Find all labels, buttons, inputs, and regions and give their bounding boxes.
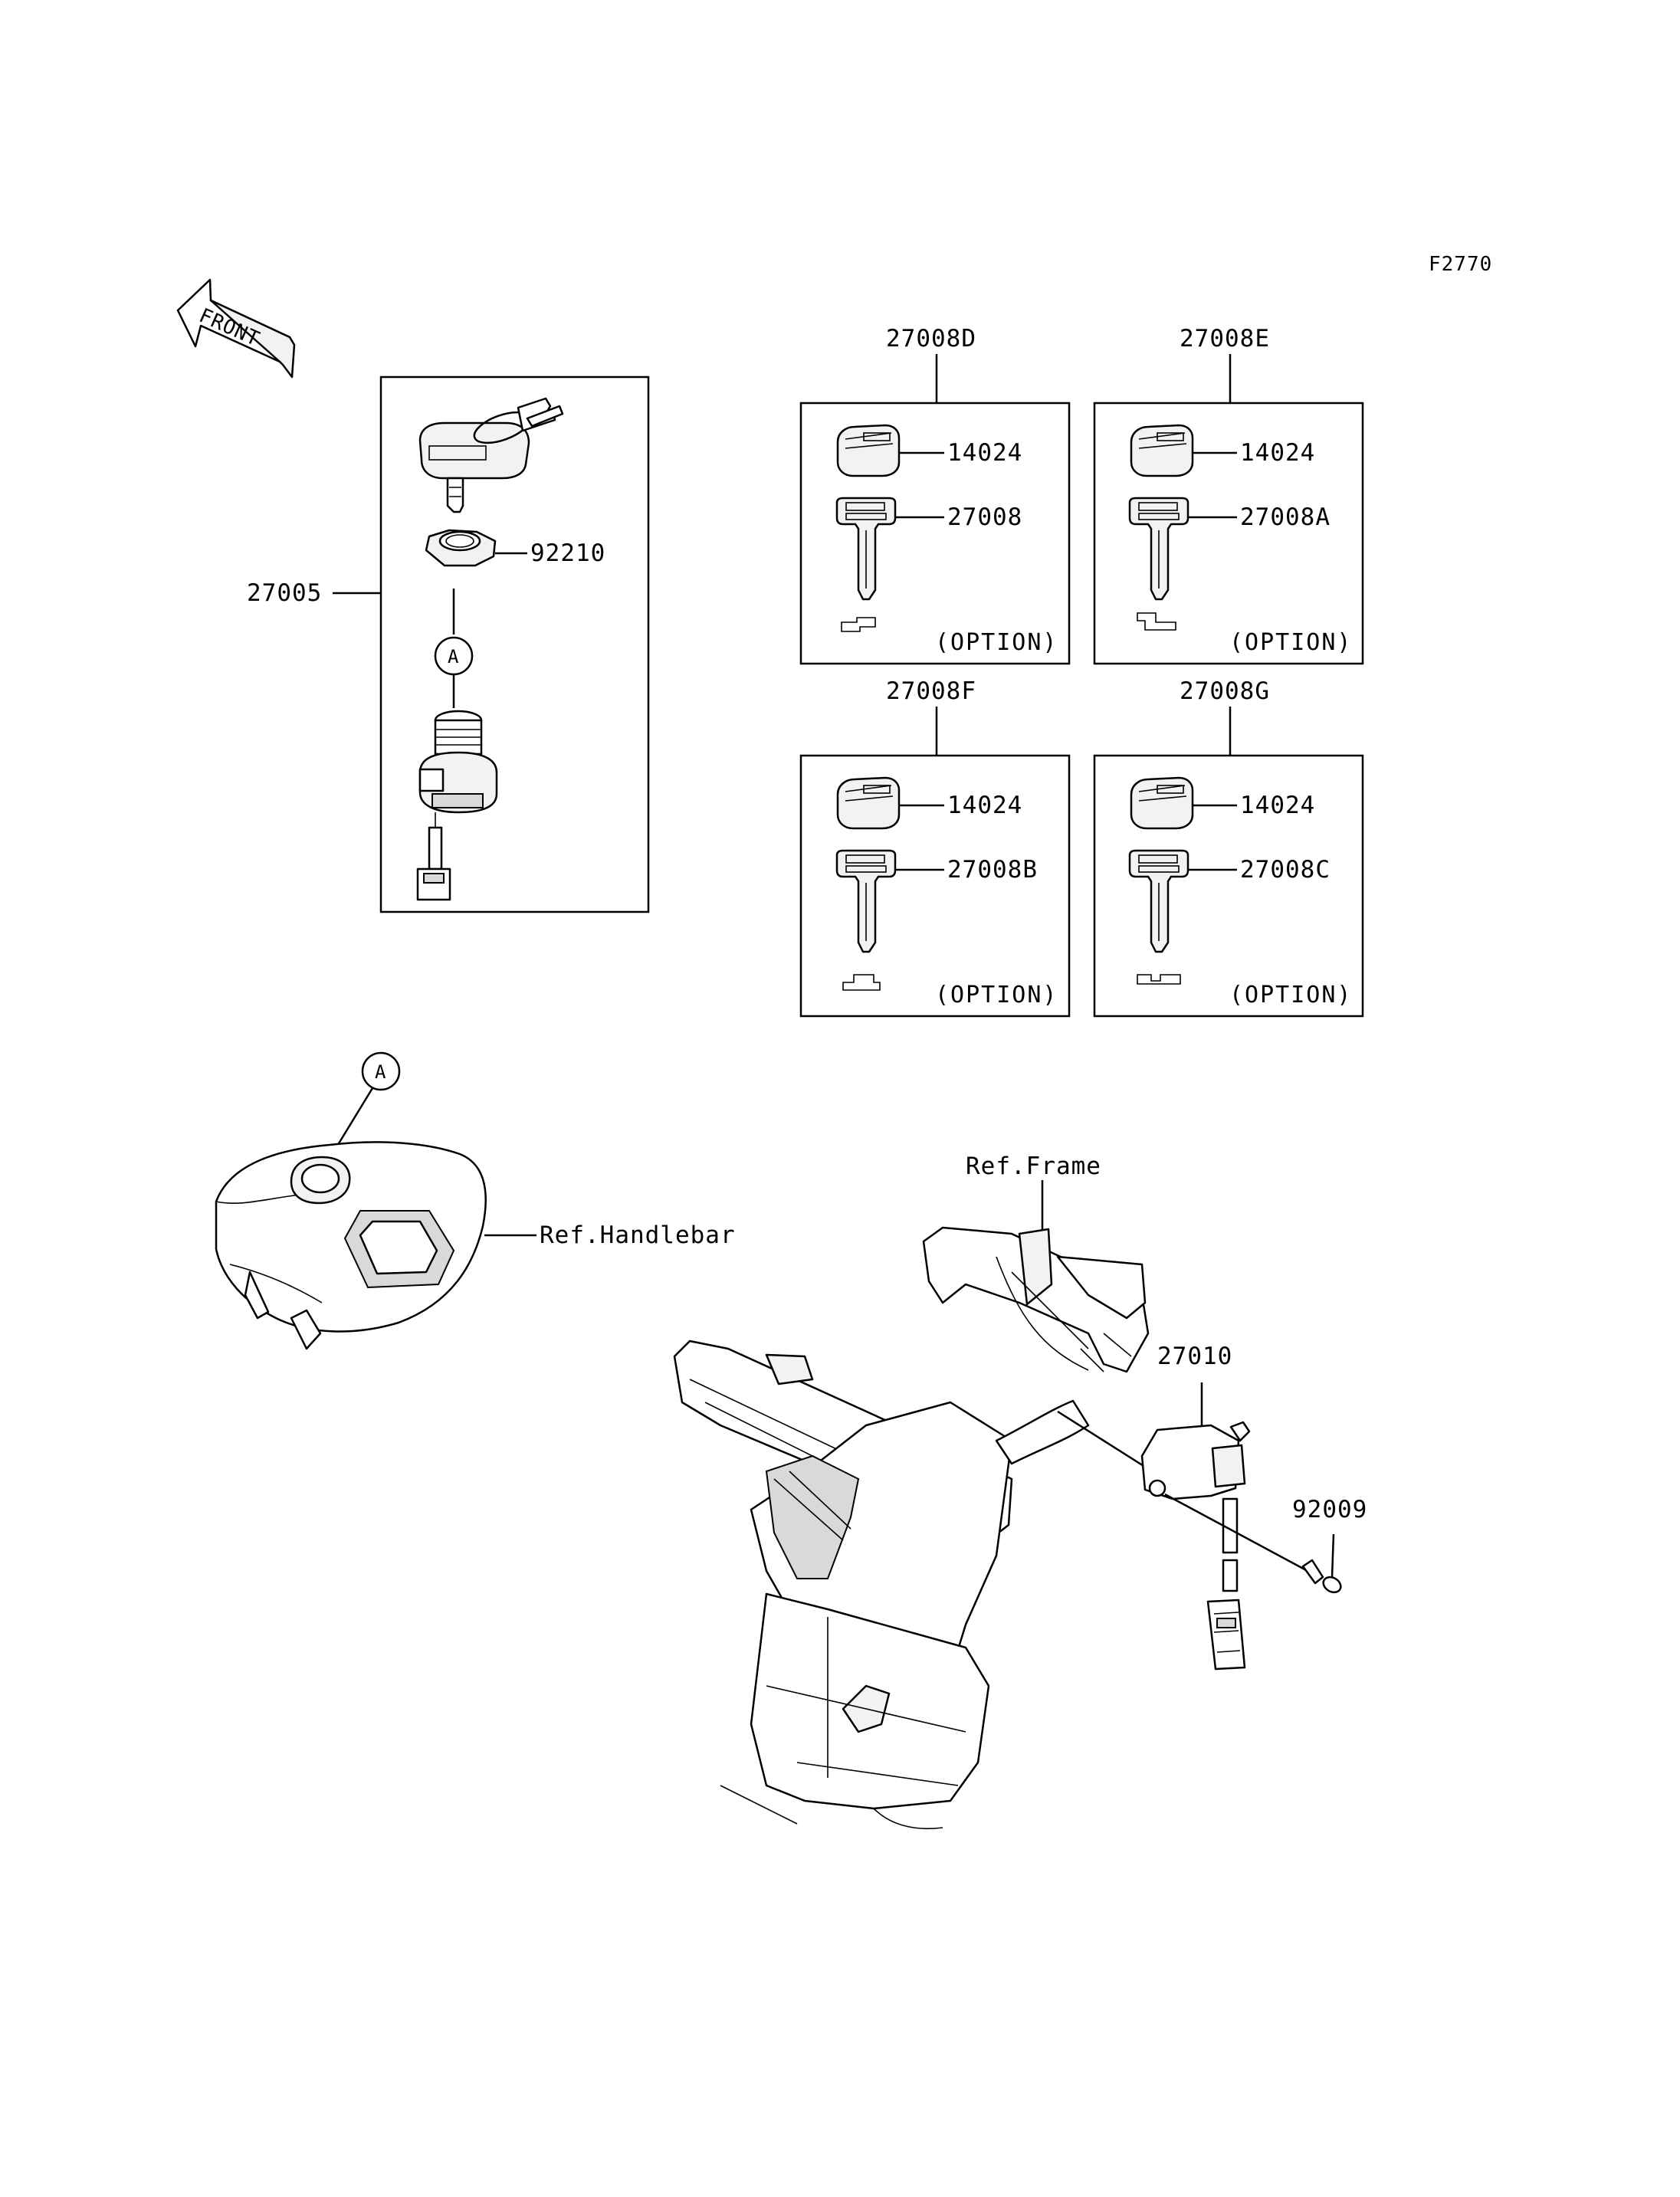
option-note: (OPTION): [1229, 629, 1353, 656]
key-cover-icon: [836, 776, 901, 830]
handlebar-cover: A Ref.Handlebar: [215, 1051, 736, 1350]
figure-code: F2770: [1429, 253, 1492, 276]
relay-part-number: 27010: [1157, 1343, 1232, 1370]
key-set-27008f: 27008F 14024 27008B (OPTION): [799, 677, 1071, 1018]
ignition-key-icon: [418, 397, 564, 513]
key-cut-profile-icon: [841, 617, 876, 632]
bolt-icon: [1301, 1559, 1342, 1594]
handlebar-ref-label: Ref.Handlebar: [540, 1221, 736, 1249]
option-note: (OPTION): [1229, 982, 1353, 1008]
ignition-kit-part-number: 27005: [247, 579, 322, 607]
relay-icon: [1140, 1421, 1251, 1671]
key-cut-profile-icon: [842, 974, 881, 991]
ignition-kit-frame: [379, 375, 650, 913]
key-set-27008e: 27008E 14024 27008A (OPTION): [1093, 325, 1364, 665]
option-note: (OPTION): [935, 629, 1058, 656]
key-cut-profile-icon: [1137, 612, 1176, 631]
ignition-switch-icon: [416, 710, 498, 901]
key-set-number: 27008F: [886, 677, 976, 705]
blank-key-icon: [1128, 849, 1189, 953]
key-set-number: 27008D: [886, 325, 976, 353]
blank-key-icon: [835, 849, 897, 953]
key-cover-icon: [836, 424, 901, 477]
frame-assembly: Ref.Frame: [673, 1153, 1150, 1830]
bolt-part-number: 92009: [1292, 1496, 1367, 1523]
key-cover-part: 14024: [947, 439, 1022, 467]
key-cover-icon: [1130, 776, 1194, 830]
key-set-27008g: 27008G 14024 27008C (OPTION): [1093, 677, 1364, 1018]
key-cover-icon: [1130, 424, 1194, 477]
key-cut-profile-icon: [1137, 974, 1181, 985]
key-set-27008d: 27008D 14024 27008 (OPTION): [799, 325, 1071, 665]
hex-nut-icon: [425, 529, 497, 567]
key-part: 27008B: [947, 856, 1038, 884]
key-part: 27008A: [1240, 503, 1331, 531]
key-set-number: 27008G: [1180, 677, 1270, 705]
key-set-number: 27008E: [1180, 325, 1270, 353]
blank-key-icon: [835, 497, 897, 601]
front-direction-arrow-icon: FRONT: [176, 278, 296, 379]
key-cover-part: 14024: [1240, 439, 1315, 467]
relay-assembly: 27010 92009: [1057, 1343, 1367, 1671]
key-part: 27008C: [1240, 856, 1331, 884]
frame-ref-label: Ref.Frame: [966, 1153, 1101, 1180]
key-cover-part: 14024: [1240, 792, 1315, 819]
reference-mark-a-icon: [361, 1051, 401, 1091]
option-note: (OPTION): [935, 982, 1058, 1008]
ref-mark-kit: A: [448, 646, 459, 667]
ref-mark-handlebar: A: [375, 1061, 386, 1083]
key-cover-part: 14024: [947, 792, 1022, 819]
ignition-switch-kit: 27005 92210 A: [247, 375, 650, 913]
key-part: 27008: [947, 503, 1022, 531]
nut-part-number: 92210: [530, 539, 605, 567]
blank-key-icon: [1128, 497, 1189, 601]
